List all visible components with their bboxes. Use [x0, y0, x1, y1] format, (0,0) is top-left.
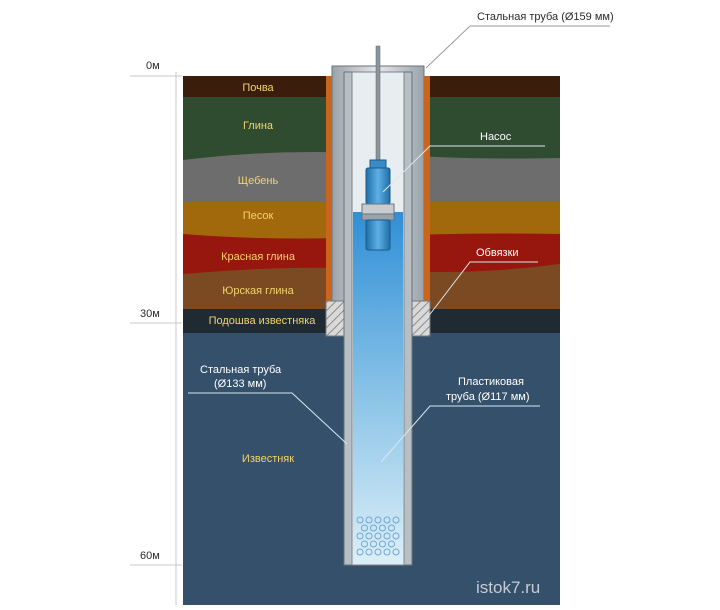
- casing-left-orange: [326, 76, 332, 301]
- perforation-hole: [356, 516, 364, 524]
- callout-line-steel-159: [425, 25, 610, 69]
- callout-steel-133-line1: Стальная труба: [200, 364, 282, 376]
- callout-lines: [188, 25, 610, 463]
- callout-bindings: Обвязки: [476, 247, 519, 259]
- perforation-hole: [392, 516, 400, 524]
- callout-steel-159: Стальная труба (Ø159 мм): [477, 11, 614, 23]
- perforation-hole: [356, 532, 364, 540]
- binding-left: [325, 300, 345, 337]
- perforation-hole: [388, 524, 395, 532]
- layer-label-clay: Глина: [243, 120, 274, 132]
- perforation-hole: [361, 540, 368, 548]
- layer-label-limestone-base: Подошва известняка: [209, 315, 317, 327]
- casing-right-orange: [424, 76, 430, 301]
- callout-line-steel-133: [188, 392, 348, 445]
- layer-label-soil: Почва: [242, 82, 274, 94]
- perforation-hole: [370, 524, 377, 532]
- perforation-hole: [365, 516, 373, 524]
- perforation-hole: [392, 548, 400, 556]
- callout-plastic-line1: Пластиковая: [458, 376, 524, 388]
- callout-labels: Стальная труба (Ø159 мм) Насос Обвязки С…: [200, 11, 614, 403]
- perforation-hole: [365, 532, 373, 540]
- perforation-hole: [374, 548, 382, 556]
- filter-perforations: [356, 516, 400, 556]
- callout-line-plastic: [380, 405, 540, 463]
- layer-labels: Почва Глина Щебень Песок Красная глина Ю…: [209, 82, 317, 465]
- perforation-hole: [365, 548, 373, 556]
- perforation-hole: [383, 532, 391, 540]
- callout-line-pump: [382, 145, 545, 193]
- layer-label-red-clay: Красная глина: [221, 251, 296, 263]
- layer-label-gravel: Щебень: [238, 175, 279, 187]
- layer-label-jurassic-clay: Юрская глина: [222, 285, 294, 297]
- perforation-hole: [392, 532, 400, 540]
- perforation-hole: [356, 548, 364, 556]
- well: [325, 45, 431, 566]
- callout-steel-133-line2: (Ø133 мм): [214, 378, 266, 390]
- perforation-hole: [374, 516, 382, 524]
- perforation-hole: [379, 540, 386, 548]
- depth-scale: 0м 30м 60м: [130, 60, 182, 605]
- layer-label-sand: Песок: [243, 210, 274, 222]
- depth-mark-60: 60м: [140, 550, 160, 562]
- watermark: istok7.ru: [476, 578, 540, 597]
- callout-plastic-line2: труба (Ø117 мм): [446, 391, 529, 403]
- perforation-hole: [379, 524, 386, 532]
- pump: [361, 159, 395, 251]
- perforation-hole: [370, 540, 377, 548]
- callout-pump: Насос: [480, 131, 512, 143]
- water-column: [353, 212, 403, 564]
- depth-mark-0: 0м: [146, 60, 160, 72]
- perforation-hole: [361, 524, 368, 532]
- layer-label-limestone: Известняк: [242, 453, 294, 465]
- perforation-hole: [383, 548, 391, 556]
- perforation-hole: [374, 532, 382, 540]
- perforation-hole: [388, 540, 395, 548]
- pump-rod: [375, 45, 381, 165]
- callout-line-bindings: [423, 261, 538, 323]
- perforation-hole: [383, 516, 391, 524]
- depth-mark-30: 30м: [140, 308, 160, 320]
